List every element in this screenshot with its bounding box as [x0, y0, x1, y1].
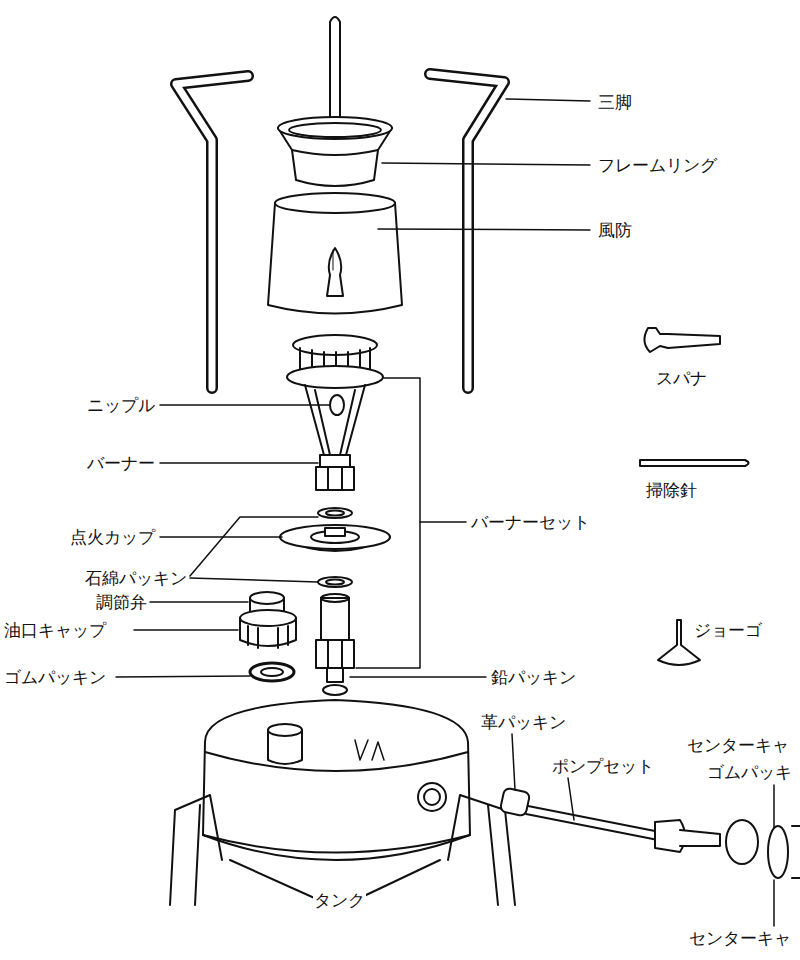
part-label: バーナー [86, 452, 156, 474]
part-label: ゴムパッキン [3, 666, 107, 688]
part-label: 革パッキン [480, 711, 567, 733]
flame-ring [278, 117, 392, 186]
part-label: ニップル [86, 394, 156, 416]
part-label: バーナーセット [470, 511, 591, 533]
part-label: タンク [313, 889, 366, 911]
part-label: センターキャ [686, 734, 790, 756]
part-label: 調節弁 [95, 591, 148, 613]
part-label: 石綿パッキン [84, 567, 188, 589]
part-label: 風防 [597, 219, 633, 241]
part-label: センターキャ [688, 927, 792, 949]
part-label: ジョーゴ [693, 619, 763, 641]
windshield [268, 193, 402, 314]
burner [287, 335, 383, 490]
part-label: 点火カップ [69, 526, 156, 548]
tank [170, 700, 515, 905]
part-label: スパナ [655, 367, 708, 389]
leader-lines [116, 99, 774, 926]
part-label: 鉛パッキン [490, 666, 577, 688]
part-label: 掃除針 [645, 479, 698, 501]
part-label: 油口キャップ [3, 619, 107, 641]
tripod [176, 74, 504, 388]
tools [640, 328, 749, 665]
part-label: フレームリング [597, 154, 718, 176]
part-label: 三脚 [597, 91, 633, 113]
center-rod [330, 17, 340, 130]
burner-parts [280, 508, 390, 695]
part-label: ポンプセット [551, 755, 655, 777]
part-label: ゴムパッキ [706, 761, 793, 783]
pump-set [500, 788, 800, 878]
filler-parts [240, 592, 296, 681]
